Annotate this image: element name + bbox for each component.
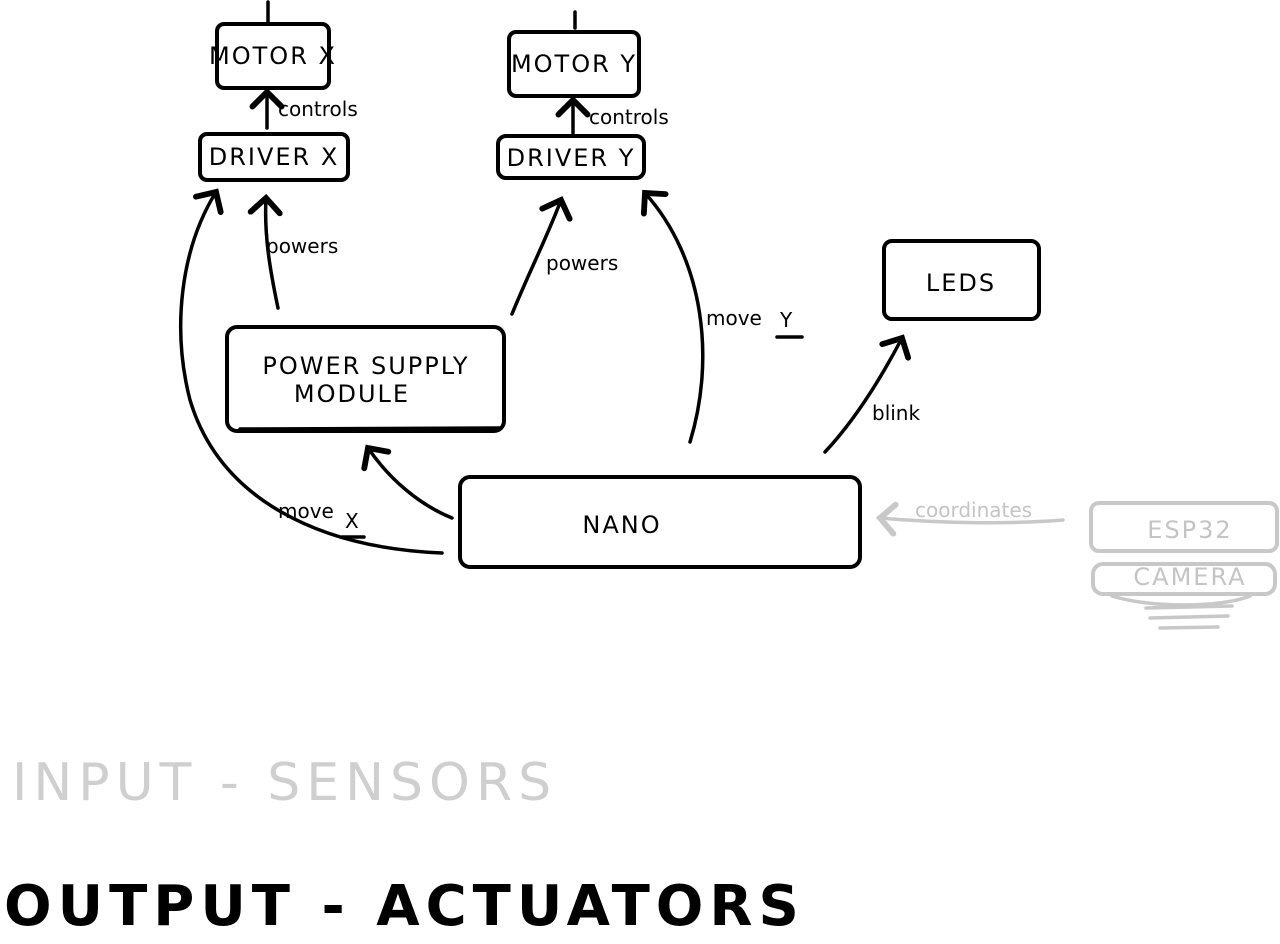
- edge-esp32-to-nano: [875, 501, 1065, 537]
- camera-lens-ring-3: [1148, 614, 1230, 620]
- camera-box: [1091, 562, 1277, 596]
- motor-x-label: MOTOR X: [209, 42, 337, 70]
- move-y-prefix: move: [706, 306, 762, 330]
- legend-input-sensors: INPUT - SENSORS: [12, 753, 557, 813]
- leds-label: LEDS: [926, 269, 996, 297]
- esp32-label: ESP32: [1147, 516, 1232, 544]
- motor-y-label: MOTOR Y: [511, 50, 637, 78]
- edge-power-to-driver-y: [510, 196, 573, 316]
- controls-x-label: controls: [278, 97, 358, 121]
- driver-x-label: DRIVER X: [209, 143, 340, 171]
- edge-power-to-driver-x: [247, 193, 283, 310]
- blink-label: blink: [872, 401, 920, 425]
- move-x-axis: X: [345, 509, 359, 533]
- motor-x-box: [215, 22, 331, 90]
- edge-nano-to-power: [361, 444, 454, 520]
- powers-x-label: powers: [266, 234, 338, 258]
- powers-y-label: powers: [546, 251, 618, 275]
- driver-y-box: [496, 134, 646, 180]
- driver-y-label: DRIVER Y: [507, 144, 636, 172]
- edge-nano-to-driver-y: [640, 189, 705, 444]
- camera-lens-ring-2: [1144, 604, 1234, 610]
- camera-lens-ring-1: [1110, 594, 1252, 607]
- controls-y-label: controls: [589, 105, 669, 129]
- power-supply-box: [225, 325, 506, 433]
- nano-label: NANO: [582, 511, 661, 539]
- nano-box: [458, 475, 862, 569]
- camera-lens-ring-4: [1158, 625, 1220, 630]
- move-y-axis: Y: [779, 308, 793, 332]
- edge-nano-to-leds: [823, 334, 912, 454]
- camera-label: CAMERA: [1133, 563, 1246, 591]
- power-supply-shadow: [238, 426, 502, 431]
- power-supply-label-line2: MODULE: [294, 380, 410, 408]
- power-supply-label-line1: POWER SUPPLY: [262, 352, 469, 380]
- driver-x-box: [198, 132, 350, 182]
- move-x-prefix: move: [278, 499, 334, 523]
- motor-y-box: [507, 30, 641, 98]
- leds-box: [882, 239, 1041, 321]
- coordinates-label: coordinates: [915, 498, 1032, 522]
- esp32-box: [1089, 501, 1279, 553]
- legend-output-actuators: OUTPUT - ACTUATORS: [4, 874, 805, 939]
